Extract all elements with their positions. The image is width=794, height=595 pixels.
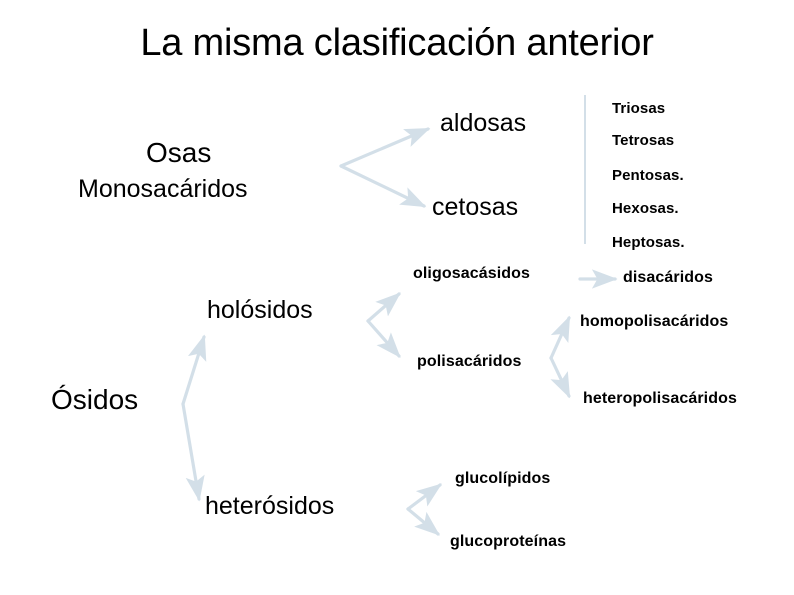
node-holosidos: holósidos xyxy=(207,296,313,324)
node-oligosacasidos: oligosacásidos xyxy=(413,265,530,282)
node-glucolipidos: glucolípidos xyxy=(455,470,551,487)
arrow-heterosidos-to-glucoproteinas xyxy=(406,507,440,536)
arrow-holosidos-to-polisacaridos xyxy=(366,319,401,358)
node-cetosas: cetosas xyxy=(432,193,519,221)
node-osas: Osas xyxy=(146,137,212,168)
list-item-heptosas: Heptosas. xyxy=(612,234,685,251)
vertical-divider xyxy=(584,95,586,244)
arrow-polisacaridos-to-heteropolisacaridos xyxy=(549,356,571,399)
arrow-osas-to-cetosas xyxy=(339,164,427,208)
page-title: La misma clasificación anterior xyxy=(140,22,654,64)
arrow-holosidos-to-oligosacaridos xyxy=(366,292,401,323)
node-aldosas: aldosas xyxy=(440,109,527,137)
list-item-tetrosas: Tetrosas xyxy=(612,132,675,149)
node-glucoproteinas: glucoproteínas xyxy=(450,533,567,550)
node-heteropolisacaridos: heteropolisacáridos xyxy=(583,390,737,407)
node-monosacaridos: Monosacáridos xyxy=(78,175,248,203)
arrow-osas-to-aldosas xyxy=(339,127,431,168)
arrow-polisacaridos-to-homopolisacaridos xyxy=(549,315,571,360)
node-homopolisacaridos: homopolisacáridos xyxy=(580,313,729,330)
node-polisacaridos: polisacáridos xyxy=(417,353,522,370)
list-item-triosas: Triosas xyxy=(612,100,666,117)
list-item-hexosas: Hexosas. xyxy=(612,200,679,217)
arrow-osidos-to-holosidos xyxy=(181,334,207,406)
list-item-pentosas: Pentosas. xyxy=(612,167,684,184)
node-disacaridos: disacáridos xyxy=(623,269,714,286)
arrow-osidos-to-heterosidos xyxy=(181,402,205,502)
node-osidos: Ósidos xyxy=(51,384,139,415)
arrow-heterosidos-to-glucolipidos xyxy=(406,483,443,511)
node-heterosidos: heterósidos xyxy=(205,492,335,520)
